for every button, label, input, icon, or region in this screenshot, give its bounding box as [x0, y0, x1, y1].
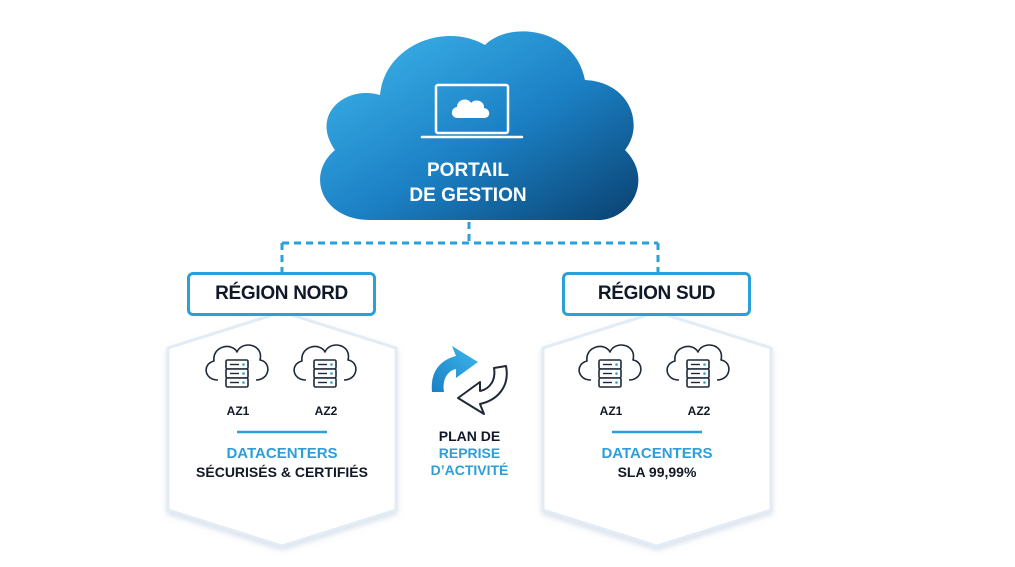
region-sud-title: RÉGION SUD [562, 272, 751, 316]
portal-title-line1: PORTAIL [427, 160, 509, 181]
datacenters-title: DATACENTERS [601, 445, 713, 462]
region-nord-title: RÉGION NORD [187, 272, 376, 316]
hexagon-region-nord [166, 310, 398, 548]
az1-label: AZ1 [226, 404, 250, 418]
az2-label: AZ2 [314, 404, 338, 418]
datacenters-subtitle: SLA 99,99% [617, 464, 697, 480]
pra-line2: REPRISE [438, 445, 501, 461]
dashed-connector [280, 222, 660, 272]
portal-title-line2: DE GESTION [409, 185, 527, 206]
datacenters-title: DATACENTERS [226, 445, 338, 462]
sync-arrows-icon [431, 346, 508, 415]
pra-line1: PLAN DE [438, 428, 501, 444]
az2-label: AZ2 [687, 404, 711, 418]
hexagon-region-sud [541, 310, 773, 548]
management-cloud [320, 31, 639, 221]
pra-line3: D’ACTIVITÉ [430, 462, 509, 478]
az1-label: AZ1 [599, 404, 623, 418]
laptop-cloud-icon [420, 83, 524, 139]
datacenters-subtitle: SÉCURISÉS & CERTIFIÉS [196, 464, 368, 480]
